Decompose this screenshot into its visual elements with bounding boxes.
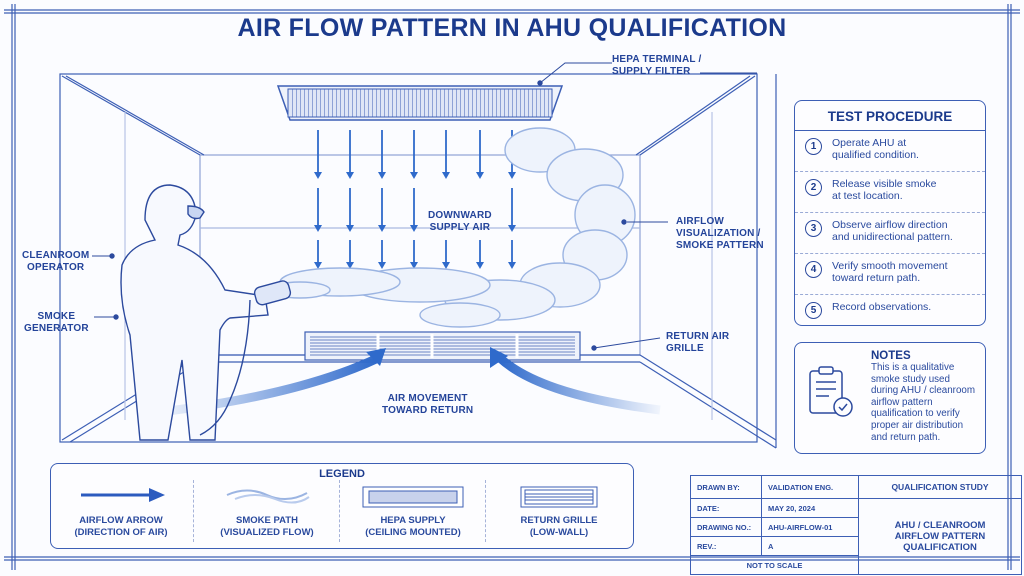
downward-arrowhead [508, 262, 516, 269]
notes-heading: NOTES [871, 350, 911, 362]
notes-panel: NOTES This is a qualitative smoke study … [794, 342, 986, 454]
downward-arrowhead [346, 172, 354, 179]
procedure-step: 4 Verify smooth movement toward return p… [795, 254, 985, 295]
legend-item-hepa-supply: HEPA SUPPLY(CEILING MOUNTED) [343, 486, 483, 539]
procedure-step: 1 Operate AHU at qualified condition. [795, 131, 985, 172]
downward-arrowhead [314, 172, 322, 179]
return-arrowhead-left [366, 348, 386, 366]
test-procedure-panel: TEST PROCEDURE 1 Operate AHU at qualifie… [794, 100, 986, 326]
downward-arrowhead [476, 262, 484, 269]
arrow-right-icon [81, 488, 165, 502]
smoke-pattern-callout: AIRFLOW VISUALIZATION / SMOKE PATTERN [676, 216, 764, 251]
downward-arrowhead [378, 262, 386, 269]
study-title: AHU / CLEANROOM AIRFLOW PATTERN QUALIFIC… [858, 498, 1022, 575]
legend-heading: LEGEND [319, 468, 365, 480]
legend-item-smoke-path: SMOKE PATH(VISUALIZED FLOW) [197, 486, 337, 539]
legend-item-return-grille: RETURN GRILLE(LOW-WALL) [489, 486, 629, 539]
step-text: Operate AHU at qualified condition. [832, 137, 919, 161]
downward-arrowhead [410, 225, 418, 232]
clipboard-check-icon [809, 366, 853, 417]
study-label: QUALIFICATION STUDY [858, 475, 1022, 499]
legend-panel: LEGEND AIRFLOW ARROW(DIRECTION OF AIR) S… [50, 463, 634, 549]
return-arrowhead-right [490, 347, 508, 368]
return-grille [304, 331, 581, 361]
downward-arrowhead [378, 225, 386, 232]
downward-arrowhead [410, 172, 418, 179]
legend-item-airflow-arrow: AIRFLOW ARROW(DIRECTION OF AIR) [51, 486, 191, 539]
procedure-step: 2 Release visible smoke at test location… [795, 172, 985, 213]
downward-arrowhead [346, 262, 354, 269]
return-grille-callout: RETURN AIR GRILLE [666, 331, 730, 354]
step-number: 2 [805, 179, 822, 196]
downward-arrowhead [410, 262, 418, 269]
generator-callout: SMOKE GENERATOR [24, 311, 89, 334]
procedure-step: 3 Observe airflow direction and unidirec… [795, 213, 985, 254]
return-grille-icon [520, 486, 598, 508]
step-number: 4 [805, 261, 822, 278]
title-block: DRAWN BY:VALIDATION ENG. QUALIFICATION S… [690, 475, 1022, 575]
page-title: AIR FLOW PATTERN IN AHU QUALIFICATION [237, 14, 787, 42]
downward-arrowhead [508, 225, 516, 232]
downward-arrowhead [346, 225, 354, 232]
cleanroom-operator [120, 184, 292, 441]
downward-arrows [314, 130, 516, 269]
downward-supply-callout: DOWNWARD SUPPLY AIR [428, 210, 492, 233]
downward-arrowhead [476, 172, 484, 179]
test-procedure-heading: TEST PROCEDURE [795, 101, 985, 131]
smoke-wave-icon [226, 489, 310, 504]
step-number: 1 [805, 138, 822, 155]
downward-arrowhead [314, 262, 322, 269]
step-number: 5 [805, 302, 822, 319]
step-text: Release visible smoke at test location. [832, 178, 937, 202]
notes-text: This is a qualitative smoke study used d… [871, 362, 976, 443]
step-text: Observe airflow direction and unidirecti… [832, 219, 953, 243]
step-text: Record observations. [832, 301, 932, 313]
callout-leaders [92, 62, 757, 351]
smoke-cloud [269, 127, 636, 328]
operator-callout: CLEANROOM OPERATOR [22, 250, 90, 273]
hepa-callout: HEPA TERMINAL / SUPPLY FILTER [612, 54, 702, 77]
procedure-step: 5 Record observations. [795, 295, 985, 335]
title-block-table: DRAWN BY:VALIDATION ENG. QUALIFICATION S… [690, 475, 1022, 575]
air-movement-callout: AIR MOVEMENT TOWARD RETURN [382, 393, 474, 416]
step-number: 3 [805, 220, 822, 237]
hepa-filter-icon [362, 486, 464, 508]
downward-arrowhead [508, 172, 516, 179]
downward-arrowhead [378, 172, 386, 179]
return-arrow-right [496, 354, 661, 415]
scale-note: NOT TO SCALE [690, 555, 859, 575]
downward-arrowhead [442, 172, 450, 179]
hepa-filter [276, 85, 564, 121]
step-text: Verify smooth movement toward return pat… [832, 260, 948, 284]
downward-arrowhead [442, 262, 450, 269]
downward-arrowhead [314, 225, 322, 232]
